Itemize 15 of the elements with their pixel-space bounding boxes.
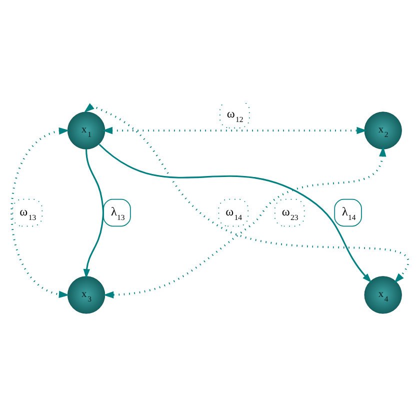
node-circle: x$_{3}$ bbox=[67, 276, 106, 314]
edge-label: ω$_{12}$ bbox=[226, 106, 244, 124]
edge-label: ω$_{13}$ bbox=[20, 204, 36, 222]
edge-label: λ$_{13}$ bbox=[110, 204, 125, 222]
arrow bbox=[84, 103, 408, 284]
arrow bbox=[102, 126, 368, 134]
node-circle: x$_{4}$ bbox=[364, 276, 402, 314]
edge-label: ω$_{23}$ bbox=[282, 204, 298, 222]
arrow bbox=[10, 127, 70, 298]
arrow bbox=[98, 144, 372, 283]
edge-label: λ$_{14}$ bbox=[342, 204, 356, 222]
node-circle: x$_{1}$ bbox=[67, 112, 106, 150]
arrow bbox=[83, 149, 104, 279]
node-circle: x$_{2}$ bbox=[364, 112, 402, 150]
edge-label: ω$_{14}$ bbox=[226, 204, 242, 222]
